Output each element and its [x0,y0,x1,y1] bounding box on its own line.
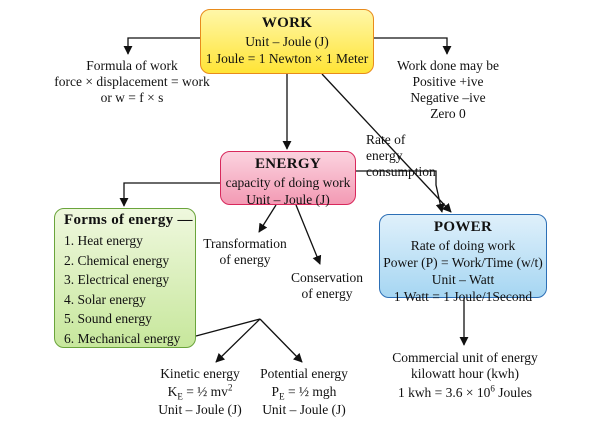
line-forms-to-fork [195,318,261,337]
commercial-unit: Commercial unit of energy kilowatt hour … [386,350,544,401]
arrow-work-to-power [321,73,452,213]
rate-line-2: energy [366,148,403,163]
arrow-fork-to-potential [259,318,303,363]
work-done-line-2: Positive +ive [412,74,484,89]
formula-line-3: or w = f × s [100,90,164,105]
arrow-work-to-work-done [374,37,452,55]
kinetic-k: K [167,384,178,399]
transformation-line-2: of energy [219,252,271,267]
transformation-of-energy: Transformation of energy [196,236,294,268]
forms-item: 6. Mechanical energy [64,330,181,346]
arrow-energy-to-transformation [258,204,277,233]
commercial-prefix: 1 kwh = 3.6 × 10 [397,385,491,400]
arrow-work-to-formula [123,37,200,55]
power-title: POWER [433,219,493,235]
kinetic-formula: KE = ½ mv2 [146,382,254,402]
work-definition: 1 Joule = 1 Newton × 1 Meter [205,51,369,66]
work-done-line-3: Negative –ive [410,90,486,105]
power-unit: Unit – Watt [431,272,495,287]
potential-sub: E [279,391,285,402]
power-formula: Power (P) = Work/Time (w/t) [383,255,543,270]
power-definition: Rate of doing work [410,238,516,253]
work-title: WORK [261,15,313,31]
arrow-energy-to-forms [119,182,220,207]
formula-of-work: Formula of work force × displacement = w… [52,58,212,106]
energy-unit: Unit – Joule (J) [246,192,330,207]
forms-item: 3. Electrical energy [64,272,170,287]
rate-line-1: Rate of [366,132,406,147]
potential-energy: Potential energy PE = ½ mgh Unit – Joule… [250,366,358,418]
rate-of-energy-consumption: Rate of energy consumption [366,132,436,180]
transformation-line-1: Transformation [203,236,287,251]
conservation-line-1: Conservation [291,270,363,285]
kinetic-eq: = ½ mv [182,384,228,399]
forms-item: 4. Solar energy [64,291,146,307]
work-done-may-be: Work done may be Positive +ive Negative … [390,58,506,122]
rate-line-3: consumption [366,164,436,179]
commercial-line-3: 1 kwh = 3.6 × 106 Joules [386,383,544,401]
work-box: WORK Unit – Joule (J) 1 Joule = 1 Newton… [200,9,374,74]
kinetic-title: Kinetic energy [160,366,240,381]
commercial-line-1: Commercial unit of energy [392,350,538,365]
work-done-line-1: Work done may be [396,58,499,73]
arrow-energy-to-conservation [295,204,322,265]
conservation-of-energy: Conservation of energy [284,270,370,302]
power-watt: 1 Watt = 1 Joule/1Second [393,289,533,304]
arrow-energy-to-power [356,170,445,213]
forms-title: Forms of energy — [64,212,193,228]
potential-eq: = ½ mgh [284,384,337,399]
energy-box: ENERGY capacity of doing work Unit – Jou… [220,151,356,207]
potential-formula: PE = ½ mgh [250,384,358,402]
forms-item: 1. Heat energy [64,233,143,248]
potential-title: Potential energy [260,366,348,381]
kinetic-sub: E [177,391,183,402]
kinetic-sup: 2 [227,382,233,393]
work-unit: Unit – Joule (J) [245,34,329,49]
potential-p: P [271,384,280,399]
energy-title: ENERGY [255,156,321,172]
kinetic-unit: Unit – Joule (J) [158,402,242,417]
commercial-exponent: 6 [490,383,495,394]
energy-definition: capacity of doing work [225,175,351,190]
formula-line-2: force × displacement = work [54,74,210,89]
forms-item: 5. Sound energy [64,311,152,326]
arrow-fork-to-kinetic [215,318,261,363]
conservation-line-2: of energy [301,286,353,301]
forms-item: 2. Chemical energy [64,252,170,268]
work-done-line-4: Zero 0 [430,106,466,121]
commercial-line-2: kilowatt hour (kwh) [411,366,519,381]
formula-line-1: Formula of work [86,58,178,73]
kinetic-energy: Kinetic energy KE = ½ mv2 Unit – Joule (… [146,366,254,418]
forms-of-energy-box: Forms of energy — 1. Heat energy 2. Chem… [54,208,196,348]
power-box: POWER Rate of doing work Power (P) = Wor… [379,214,547,304]
commercial-suffix: Joules [494,385,533,400]
potential-unit: Unit – Joule (J) [262,402,346,417]
